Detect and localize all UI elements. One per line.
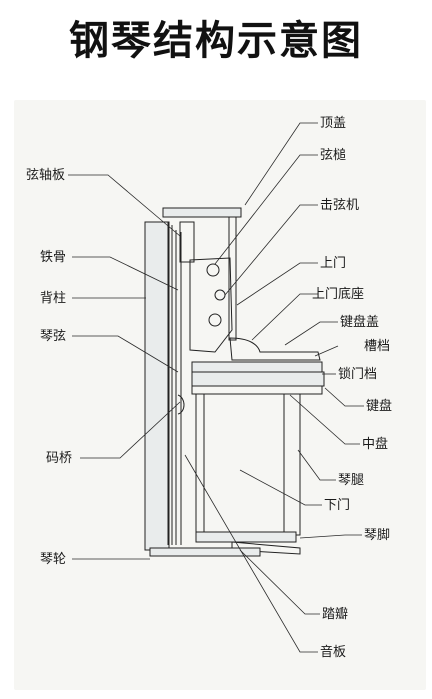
back-post-shape <box>144 221 170 551</box>
keybed-shape <box>191 385 323 395</box>
label-jixianji: 击弦机 <box>320 197 359 213</box>
label-caodang: 槽档 <box>364 339 390 354</box>
label-tiegu: 铁骨 <box>40 250 66 265</box>
hammer-shape-3 <box>208 313 222 327</box>
leader-line-zhongpan <box>289 394 360 445</box>
label-qinxian: 琴弦 <box>40 328 66 344</box>
base-shape <box>149 547 261 557</box>
label-xianzhouban: 弦轴板 <box>26 167 65 183</box>
leader-line-xiamen <box>239 469 322 506</box>
leader-lines-right <box>184 122 364 653</box>
foot-shape <box>195 531 297 543</box>
leader-line-maqiao <box>80 401 181 459</box>
leg-shape <box>283 393 301 536</box>
page-title: 钢琴结构示意图 <box>69 17 363 64</box>
leader-line-xianzhouban <box>68 174 181 237</box>
leader-line-taban <box>239 549 320 615</box>
upper-door-shape <box>228 216 237 341</box>
lower-door-shape <box>195 393 205 541</box>
key-slip-shape <box>191 371 325 387</box>
label-qintui: 琴腿 <box>338 473 364 488</box>
leader-line-jixianji <box>224 204 318 296</box>
label-yinban: 音板 <box>320 644 346 660</box>
label-suomendang: 锁门档 <box>338 366 377 382</box>
leader-line-shangmen <box>236 262 318 306</box>
leader-line-qintui <box>297 449 336 481</box>
label-xiamen: 下门 <box>324 498 350 513</box>
leader-line-caodang <box>314 345 339 357</box>
strings-shape <box>167 222 182 545</box>
label-qinjiao: 琴脚 <box>364 527 390 543</box>
action-shape <box>189 257 233 353</box>
leader-line-tiegu <box>72 256 179 291</box>
diagram-photo-background <box>14 100 426 690</box>
label-shangmen: 上门 <box>320 256 346 271</box>
label-beizhu: 背柱 <box>40 291 66 306</box>
bridge-shape <box>177 394 185 415</box>
label-jianpan: 键盘 <box>366 398 392 414</box>
pedal-shape <box>231 541 301 555</box>
hammer-shape-2 <box>214 289 226 301</box>
label-zhongpan: 中盘 <box>362 436 388 452</box>
leader-line-jianpan <box>324 387 364 407</box>
label-qinlun: 琴轮 <box>40 552 66 567</box>
keys-shape <box>191 361 323 373</box>
label-taban: 踏瓣 <box>322 607 348 622</box>
label-maqiao: 码桥 <box>46 451 72 466</box>
leader-line-jianpangai <box>284 321 338 346</box>
piano-drawing <box>144 207 325 557</box>
fallboard-shape <box>229 337 321 361</box>
pin-block-shape <box>179 221 195 263</box>
label-xianchui: 弦槌 <box>320 147 346 163</box>
leader-lines-left <box>68 174 181 560</box>
leader-line-yinban <box>184 454 318 653</box>
leader-line-qinxian <box>72 335 179 373</box>
leader-line-qinjiao <box>299 534 362 539</box>
hammer-shape <box>206 263 220 277</box>
label-dingai: 顶盖 <box>320 116 346 131</box>
top-lid-shape <box>162 207 242 218</box>
label-shangmendizuo: 上门底座 <box>312 286 364 302</box>
leader-line-dingai <box>244 122 318 206</box>
leader-line-shangmendizuo <box>251 293 318 341</box>
leader-line-xianchui <box>214 154 318 265</box>
label-jianpangai: 键盘盖 <box>340 314 379 330</box>
